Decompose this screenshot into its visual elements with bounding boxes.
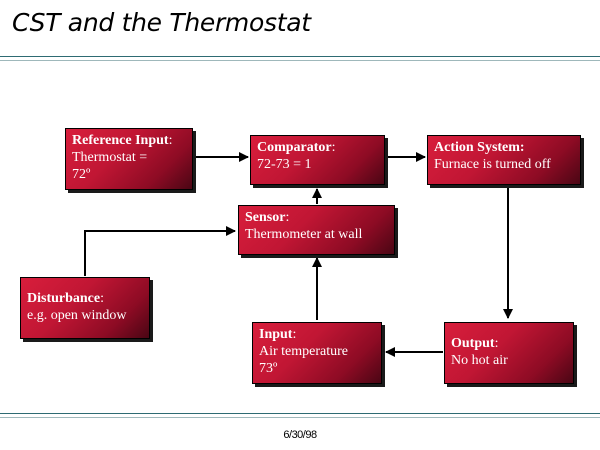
reference-input-line1: Thermostat = [72, 150, 148, 165]
action-system-line1: Furnace is turned off [434, 157, 551, 172]
reference-input-label: Reference Input [72, 133, 169, 148]
sensor-sep: : [285, 210, 290, 225]
top-rule-thin [0, 60, 600, 61]
output-line1: No hot air [451, 353, 508, 368]
action-system-label: Action System: [434, 140, 525, 155]
input-line1: Air temperature [259, 344, 349, 359]
slide-title: CST and the Thermostat [12, 8, 311, 37]
sensor-line1: Thermometer at wall [245, 227, 363, 242]
sensor-label: Sensor [245, 210, 286, 225]
comparator-box: Comparator: 72-73 = 1 [250, 135, 385, 185]
comparator-line1: 72-73 = 1 [257, 157, 312, 172]
input-line2: 73º [259, 361, 278, 376]
bottom-rule-thin [0, 417, 600, 418]
reference-input-box: Reference Input: Thermostat = 72º [65, 128, 193, 190]
sensor-box: Sensor: Thermometer at wall [238, 205, 395, 255]
reference-input-sep: : [168, 133, 173, 148]
action-system-box: Action System: Furnace is turned off [427, 135, 581, 185]
comparator-label: Comparator [257, 140, 332, 155]
disturbance-line1: e.g. open window [27, 308, 127, 323]
input-box: Input: Air temperature 73º [252, 322, 382, 384]
disturbance-box: Disturbance: e.g. open window [20, 277, 150, 339]
footer-date: 6/30/98 [283, 429, 317, 441]
disturbance-label: Disturbance [27, 291, 101, 306]
bottom-rule [0, 413, 600, 414]
arrow-disturbance-to-sensor [84, 226, 236, 276]
disturbance-sep: : [100, 291, 105, 306]
output-sep: : [494, 336, 499, 351]
top-rule [0, 56, 600, 57]
reference-input-line2: 72º [72, 167, 91, 182]
output-label: Output [451, 336, 495, 351]
input-sep: : [292, 327, 297, 342]
input-label: Input [259, 327, 293, 342]
output-box: Output: No hot air [444, 322, 574, 384]
comparator-sep: : [331, 140, 336, 155]
